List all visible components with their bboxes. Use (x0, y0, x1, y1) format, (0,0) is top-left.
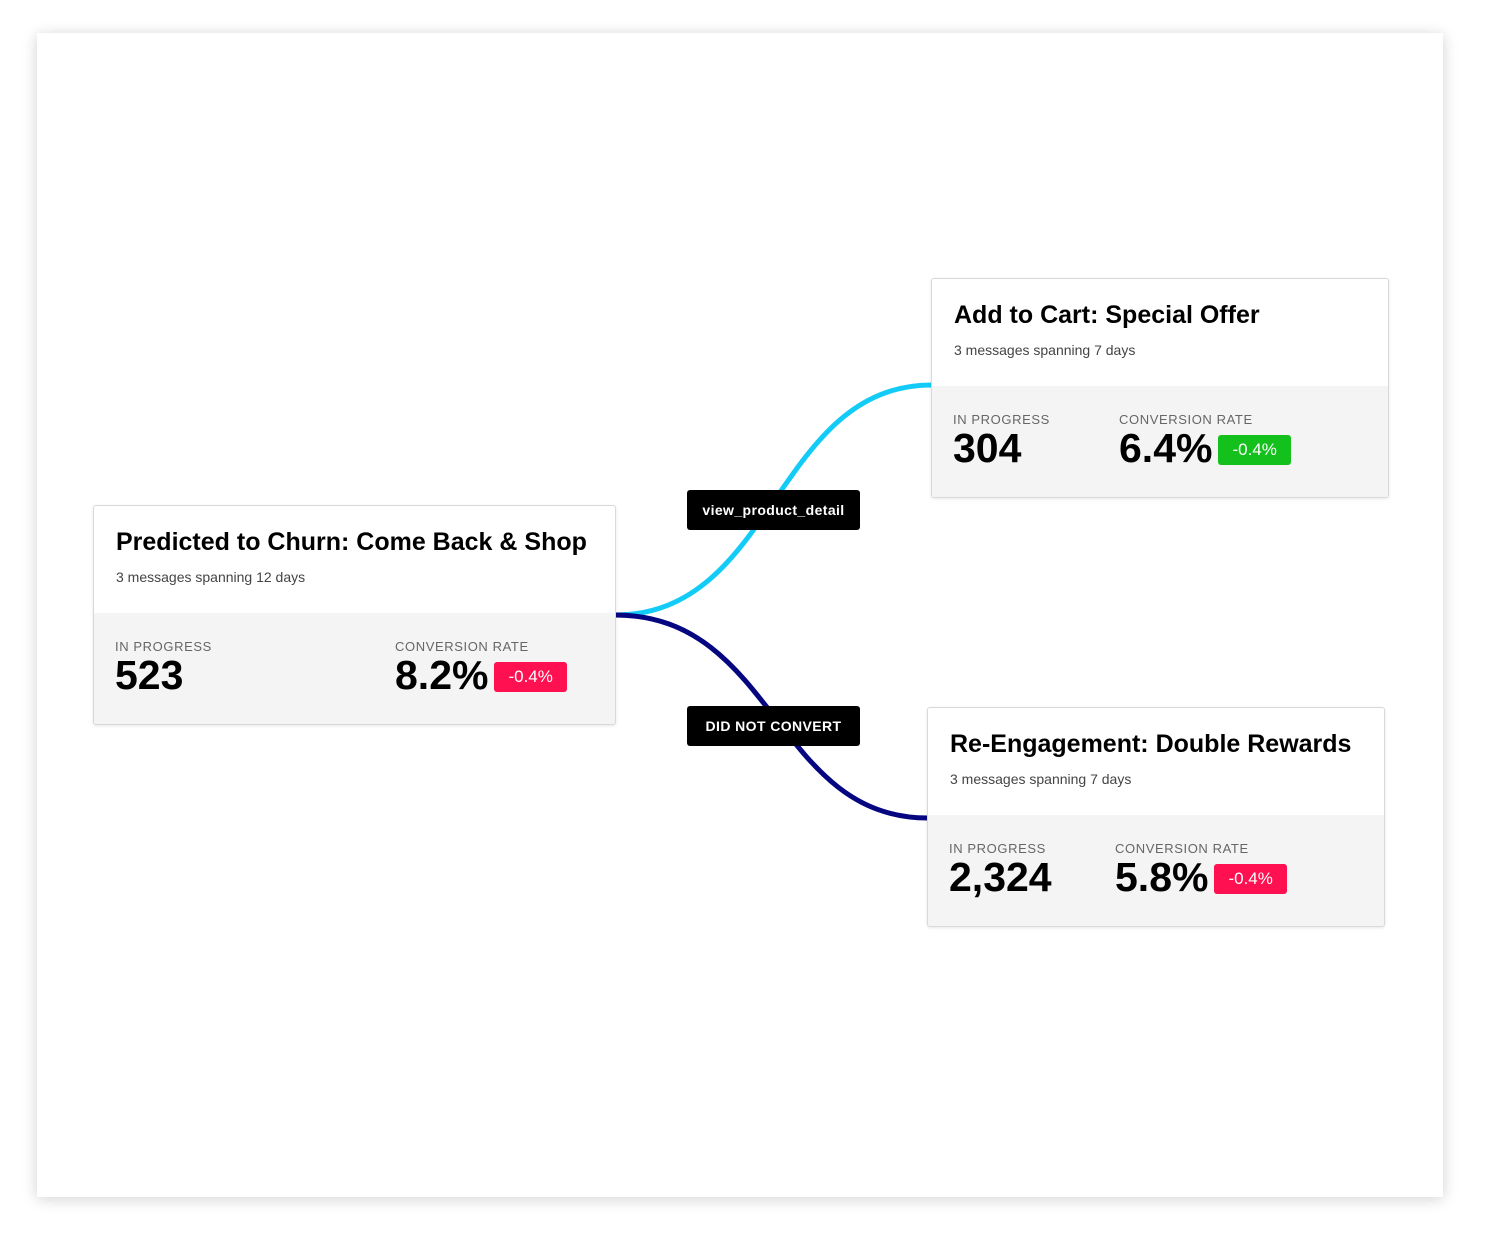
in-progress-label: IN PROGRESS (115, 639, 212, 654)
branch-label-no[interactable]: DID NOT CONVERT (687, 706, 860, 746)
card-title: Re-Engagement: Double Rewards (950, 730, 1352, 758)
card-title: Add to Cart: Special Offer (954, 301, 1260, 329)
conversion-rate-value: 6.4% (1119, 425, 1213, 471)
delta-badge: -0.4% (1214, 864, 1287, 894)
card-subtitle: 3 messages spanning 7 days (954, 342, 1136, 358)
in-progress-label: IN PROGRESS (953, 412, 1050, 427)
conversion-rate-label: CONVERSION RATE (1119, 412, 1253, 427)
card-title: Predicted to Churn: Come Back & Shop (116, 528, 587, 556)
campaign-card-add-to-cart[interactable]: Add to Cart: Special Offer 3 messages sp… (931, 278, 1389, 498)
card-subtitle: 3 messages spanning 7 days (950, 771, 1132, 787)
conversion-rate-label: CONVERSION RATE (1115, 841, 1249, 856)
campaign-card-re-engagement[interactable]: Re-Engagement: Double Rewards 3 messages… (927, 707, 1385, 927)
card-stats: IN PROGRESS 523 CONVERSION RATE 8.2%-0.4… (94, 613, 615, 724)
card-stats: IN PROGRESS 2,324 CONVERSION RATE 5.8%-0… (928, 815, 1384, 926)
in-progress-label: IN PROGRESS (949, 841, 1046, 856)
in-progress-value: 2,324 (949, 854, 1052, 900)
card-subtitle: 3 messages spanning 12 days (116, 569, 306, 585)
delta-badge: -0.4% (1218, 435, 1291, 465)
conversion-rate-value: 8.2% (395, 652, 489, 698)
in-progress-value: 523 (115, 652, 184, 698)
in-progress-value: 304 (953, 425, 1022, 471)
conversion-rate-label: CONVERSION RATE (395, 639, 529, 654)
conversion-rate-value: 5.8% (1115, 854, 1209, 900)
campaign-card-churn[interactable]: Predicted to Churn: Come Back & Shop 3 m… (93, 505, 616, 725)
delta-badge: -0.4% (494, 662, 567, 692)
branch-label-yes[interactable]: view_product_detail (687, 490, 860, 530)
card-stats: IN PROGRESS 304 CONVERSION RATE 6.4%-0.4… (932, 386, 1388, 497)
